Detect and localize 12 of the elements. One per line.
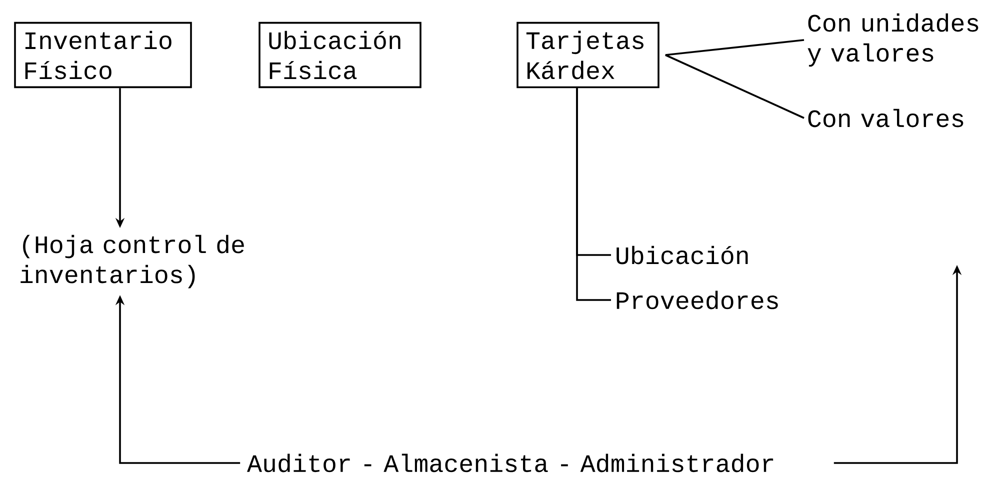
text-label: Con unidades y valores (808, 13, 978, 67)
text-label: Auditor - Almacenista - Administrador (247, 454, 774, 472)
labeled-box: Tarjetas Kárdex (516, 22, 660, 88)
text-label: (Hoja control de inventarios) (20, 234, 244, 288)
text-label: Proveedores (616, 290, 778, 310)
connector (665, 54, 804, 119)
labeled-box: Inventario Físico (14, 22, 192, 88)
connector (576, 88, 611, 301)
labeled-box: Ubicación Física (258, 22, 422, 88)
connector (665, 39, 804, 56)
text-label: Ubicación (616, 246, 748, 264)
text-label: Con valores (808, 108, 964, 128)
